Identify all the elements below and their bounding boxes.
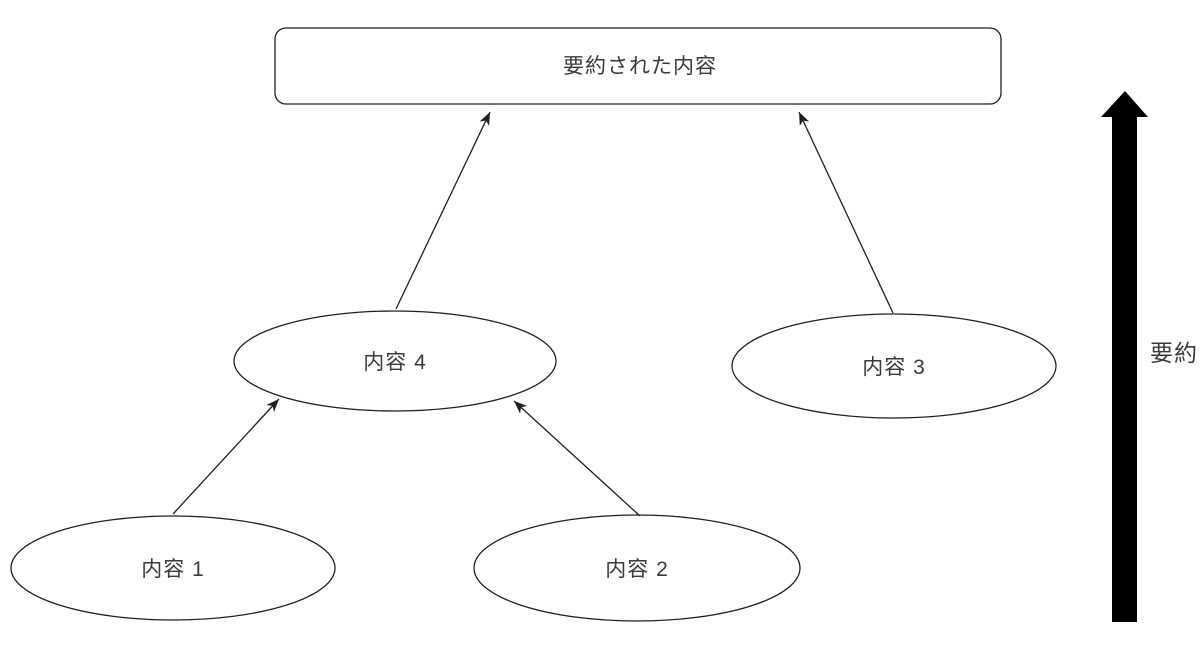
node-content-4-label: 内容 4 [363, 351, 427, 374]
node-content-1 [10, 515, 336, 621]
edge-content2-to-content4-arrow [513, 400, 641, 517]
edge-content1-to-content4-arrow [172, 398, 280, 515]
summary-direction-up-arrow-icon [1101, 91, 1148, 622]
edge-content4-to-summary-arrow [395, 111, 491, 310]
node-content-3-label: 内容 3 [862, 356, 926, 379]
node-content-1-label: 内容 1 [141, 558, 205, 581]
node-content-2-label: 内容 2 [605, 558, 669, 581]
node-content-3 [731, 313, 1057, 419]
node-content-4 [233, 310, 557, 412]
summary-box-label: 要約された内容 [563, 55, 717, 78]
summary-box [274, 27, 1002, 105]
summary-direction-label: 要約 [1150, 340, 1198, 366]
edge-content3-to-summary-arrow [798, 111, 894, 314]
node-content-2 [473, 514, 801, 622]
